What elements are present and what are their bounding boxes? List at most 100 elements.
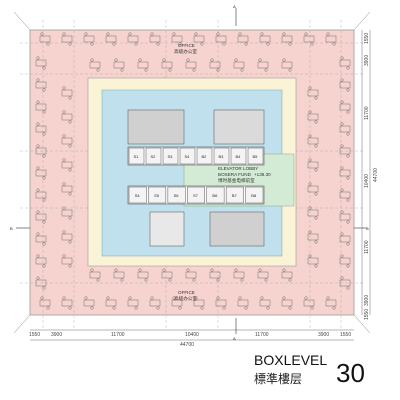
elevator-bottom-car (128, 186, 147, 204)
chair (144, 68, 148, 72)
chair (258, 58, 262, 62)
desk (35, 191, 47, 199)
chair (120, 68, 124, 72)
chair (346, 110, 350, 114)
chair (150, 296, 154, 300)
desk (281, 271, 293, 279)
section-b-left-label: B (10, 226, 13, 231)
dimension-right-value: 3900 (364, 295, 370, 306)
office-label-top: OFFICE (178, 43, 195, 48)
lobby-level: +138.30 (254, 172, 271, 177)
chair (308, 206, 312, 210)
chair (46, 42, 50, 46)
chair (84, 296, 88, 300)
desk (35, 235, 47, 243)
chair (128, 32, 132, 36)
elevator-bottom-car (245, 186, 264, 204)
desk (281, 299, 293, 307)
chair (150, 32, 154, 36)
elevator-top-car-label: B2 (202, 154, 208, 159)
dimension-bottom (30, 329, 354, 341)
chair (40, 296, 44, 300)
dimension-bottom-value: 3900 (51, 332, 62, 338)
desk (35, 81, 47, 89)
dimension-bottom-value: 10400 (185, 332, 199, 338)
chair (68, 216, 72, 220)
desk (339, 59, 351, 67)
chair (68, 144, 72, 148)
chair (260, 32, 264, 36)
dimension-bottom-value: 1550 (340, 332, 351, 338)
chair (96, 278, 100, 282)
chair (234, 58, 238, 62)
desk (185, 271, 197, 279)
chair (36, 166, 40, 170)
desk (61, 35, 73, 43)
desk (339, 257, 351, 265)
desk (193, 35, 205, 43)
desk (83, 299, 95, 307)
chair (90, 306, 94, 310)
chair (346, 66, 350, 70)
desk (39, 35, 51, 43)
dimension-right-value: 3900 (364, 55, 370, 66)
chair (162, 58, 166, 62)
desk (161, 61, 173, 69)
desk (281, 61, 293, 69)
chair (314, 168, 318, 172)
desk (61, 257, 73, 265)
desk (113, 61, 125, 69)
chair (42, 88, 46, 92)
dimension-right-value: 1550 (364, 309, 370, 320)
desk (105, 35, 117, 43)
chair (216, 278, 220, 282)
service-room-top-right (213, 109, 265, 145)
chair (346, 176, 350, 180)
chair (216, 296, 220, 300)
dimension-right-value: 11700 (364, 106, 370, 120)
elevator-top-car (213, 147, 230, 165)
chair (314, 216, 318, 220)
desk (339, 81, 351, 89)
desk (339, 169, 351, 177)
chair (62, 110, 66, 114)
chair (194, 32, 198, 36)
chair (62, 254, 66, 258)
elevator-top-car (128, 147, 145, 165)
desk (339, 125, 351, 133)
chair (314, 96, 318, 100)
chair (168, 278, 172, 282)
desk (61, 233, 73, 241)
desk (149, 35, 161, 43)
elevator-top-car (230, 147, 247, 165)
chair (340, 210, 344, 214)
lobby-label: ELEVATOR LOBBY (218, 166, 258, 171)
chair (62, 86, 66, 90)
desk (307, 257, 319, 265)
chair (346, 264, 350, 268)
service-room-bottom (209, 211, 265, 247)
chair (288, 278, 292, 282)
chair (42, 66, 46, 70)
chair (36, 144, 40, 148)
desk (61, 89, 73, 97)
chair (340, 122, 344, 126)
desk (89, 61, 101, 69)
desk (281, 35, 293, 43)
chair (112, 306, 116, 310)
chair (192, 278, 196, 282)
chair (42, 242, 46, 246)
chair (120, 278, 124, 282)
desk (61, 185, 73, 193)
chair (240, 278, 244, 282)
chair (244, 306, 248, 310)
chair (42, 198, 46, 202)
chair (222, 306, 226, 310)
elevator-top-car-label: S2 (151, 154, 157, 159)
desk (325, 299, 337, 307)
chair (42, 286, 46, 290)
chair (68, 192, 72, 196)
chair (62, 134, 66, 138)
